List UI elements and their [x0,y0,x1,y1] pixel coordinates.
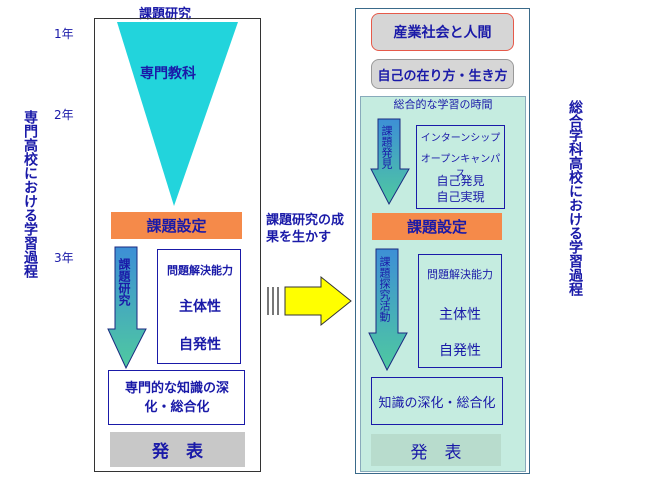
right-arrow-1-label: 課題発見 [380,125,393,169]
year-label-3: 3年 [54,251,74,265]
year-label-2: 2年 [54,108,74,122]
funnel-label: 専門教科 [140,66,196,82]
left-setting-box: 課題設定 [111,212,242,239]
right-ability-2: 主体性 [439,307,481,323]
left-ability-2: 主体性 [179,299,221,315]
left-side-label: 専門高校における学習過程 [22,110,38,278]
right-down-arrow-2 [368,248,408,372]
left-ability-3: 自発性 [179,337,221,353]
funnel-triangle [117,22,238,206]
left-panel-frame [94,18,261,472]
right-box-2-label: 自己の在り方・生き方 [377,68,508,84]
right-side-label: 総合学科高校における学習過程 [567,100,583,296]
right-presentation-box: 発 表 [371,434,501,466]
arrow-stripe-3 [277,287,279,315]
right-box-1: 産業社会と人間 [371,13,514,51]
right-down-arrow-1 [370,118,410,206]
right-presentation-label: 発 表 [410,442,462,463]
left-presentation-label: 発 表 [152,442,203,462]
right-ability-3: 自発性 [439,343,481,359]
right-panel-frame [355,8,530,474]
right-box-1-label: 産業社会と人間 [393,25,492,41]
year-label-1: 1年 [54,27,74,41]
middle-right-arrow [267,275,352,327]
left-arrow-label: 課題研究 [117,258,131,306]
left-knowledge-box [108,370,245,425]
left-ability-1: 問題解決能力 [167,264,233,277]
left-abilities-box [157,249,241,364]
career-item-3: 自己発見 [436,174,485,188]
right-knowledge-label: 知識の深化・総合化 [378,395,496,411]
right-abilities-box [418,254,502,368]
career-item-1: インターンシップ [420,133,501,144]
left-knowledge-label: 専門的な知識の深化・総合化 [124,381,229,415]
arrow-stripe-2 [272,287,274,315]
left-funnel [117,22,238,206]
career-item-2: オープンキャンパス [420,154,501,180]
right-box-2: 自己の在り方・生き方 [371,59,514,89]
right-knowledge-box: 知識の深化・総合化 [371,377,503,425]
right-ability-1: 問題解決能力 [427,268,493,281]
career-item-4: 自己実現 [436,190,485,204]
right-setting-box: 課題設定 [372,213,502,240]
right-setting-label: 課題設定 [406,218,467,236]
right-arrow-2-label: 課題探究活動 [378,256,391,322]
arrow-stripe-1 [267,287,269,315]
right-section-title: 総合的な学習の時間 [393,98,493,111]
middle-caption: 課題研究の成果を生かす [266,213,345,245]
left-presentation-box: 発 表 [110,432,245,467]
right-career-box [416,125,505,209]
left-down-arrow [107,246,147,370]
left-setting-label: 課題設定 [146,217,207,235]
